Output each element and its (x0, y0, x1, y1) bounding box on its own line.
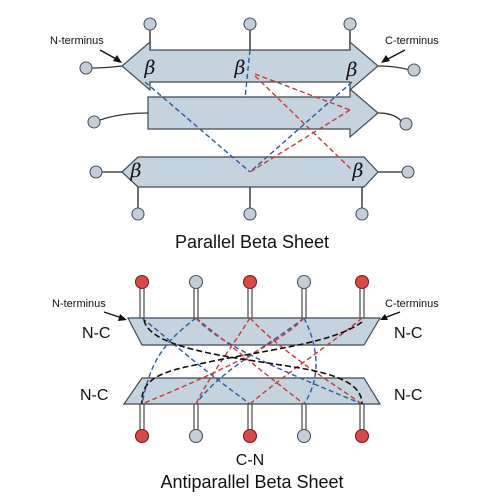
side-chain-atom (188, 274, 204, 290)
terminal-atom (79, 61, 93, 75)
terminal-atom (399, 117, 413, 131)
c-terminus-label: C-terminus (385, 35, 439, 47)
nc-label-top-right: N-C (394, 325, 422, 342)
hydrogen-bond (244, 49, 251, 99)
side-chain-atom (355, 207, 369, 221)
nc-label-bottom-left: N-C (80, 387, 108, 404)
nc-label-bottom-right: N-C (394, 387, 422, 404)
n-tail (91, 65, 123, 69)
terminal-atom (407, 63, 421, 77)
parallel-caption: Parallel Beta Sheet (175, 232, 329, 252)
antiparallel-strand-1 (127, 317, 382, 346)
oxygen-atom (134, 428, 150, 444)
hydrogen-bond (141, 317, 251, 405)
terminal-atom (401, 165, 415, 179)
oxygen-atom (354, 274, 370, 290)
beta-strand-1 (121, 40, 379, 92)
hydrogen-bond (249, 109, 351, 173)
cn-label: C-N (236, 452, 264, 469)
c-terminus-arrow (385, 49, 406, 61)
n-terminus-label: N-terminus (50, 35, 104, 47)
bottom-side-chains (134, 404, 370, 444)
oxygen-atom (242, 428, 258, 444)
side-chain-atom (296, 274, 312, 290)
n-terminus-label: N-terminus (52, 298, 106, 310)
hydrogen-bond (254, 73, 351, 111)
c-terminus-arrowhead (380, 314, 388, 320)
parallel-sheet: β β β β β N-terminus C-terminus Parallel (50, 17, 439, 252)
hydrogen-bond (195, 317, 251, 405)
hydrogen-bond (254, 75, 353, 171)
side-chain-atom (343, 17, 357, 31)
side-chain-atom (243, 207, 257, 221)
oxygen-atom (242, 274, 258, 290)
beta-symbol: β (130, 160, 142, 182)
side-chain-atom (296, 428, 312, 444)
hydrogen-bond (195, 317, 305, 405)
c-tail (377, 112, 403, 123)
side-chain-atom (243, 17, 257, 31)
hydrogen-bond (249, 317, 363, 405)
hydrogen-bond (303, 317, 317, 405)
oxygen-atom (354, 428, 370, 444)
hydrogen-bond (249, 317, 363, 405)
top-side-chains (134, 274, 370, 318)
antiparallel-sheet: N-terminus C-terminus N-C N-C N-C N-C C-… (52, 274, 439, 492)
hydrogen-bond (195, 317, 305, 405)
hydrogen-bond (249, 81, 353, 173)
n-terminus-arrowhead (118, 314, 127, 321)
side-chain-atom (131, 207, 145, 221)
c-tail (377, 65, 411, 71)
c-terminus-arrow (383, 311, 401, 319)
c-terminus-label: C-terminus (385, 298, 439, 310)
hydrogen-bond (141, 317, 197, 405)
hydrogen-bond (143, 319, 363, 405)
n-terminus-arrow (103, 311, 123, 319)
side-chain-atom (143, 17, 157, 31)
beta-symbol: β (346, 59, 358, 81)
antiparallel-strand-2 (122, 377, 382, 405)
beta-symbol: β (352, 160, 364, 182)
oxygen-atom (134, 274, 150, 290)
antiparallel-caption: Antiparallel Beta Sheet (160, 472, 343, 492)
beta-symbol: β (234, 57, 246, 79)
side-chain-atom (188, 428, 204, 444)
n-tail (99, 112, 149, 121)
hydrogen-bond (144, 81, 251, 173)
nc-label-top-left: N-C (82, 325, 110, 342)
hydrogen-bond (141, 317, 305, 405)
beta-symbol: β (144, 57, 156, 79)
c-terminus-arrowhead (381, 55, 390, 63)
terminal-atom (89, 165, 103, 179)
beta-strand-2 (147, 87, 379, 139)
terminal-atom (87, 115, 101, 129)
n-terminus-arrowhead (113, 55, 122, 63)
hydrogen-bond (195, 317, 363, 405)
